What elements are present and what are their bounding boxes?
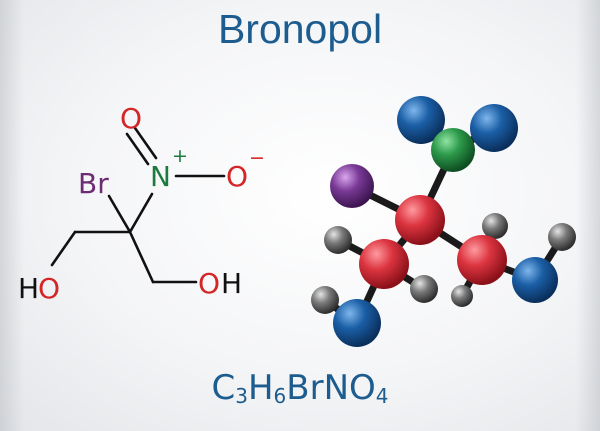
formula-brno: BrNO <box>286 368 376 408</box>
formula-h-count: 6 <box>273 384 287 408</box>
compound-name: Bronopol <box>217 6 383 52</box>
atom-bromine <box>330 164 374 208</box>
ball-and-stick-model <box>311 96 576 347</box>
nitrogen-label: N <box>150 160 171 193</box>
hydroxyl-right-o: O <box>198 267 220 300</box>
formula-c: C <box>211 368 236 408</box>
atom-oxygen-hydroxyl-right <box>512 257 558 303</box>
negative-charge: − <box>249 147 265 169</box>
atom-oxygen-hydroxyl-left <box>333 299 381 347</box>
bond-n-o-double <box>125 126 158 166</box>
atom-carbon-central <box>395 195 445 245</box>
skeletal-formula: O N + O − Br H O O H <box>18 102 265 305</box>
atom-oxygen-nitro-1 <box>397 96 445 144</box>
atom-carbon-right <box>457 235 507 285</box>
atom-hydrogen-2 <box>482 213 508 239</box>
bond-c-n <box>128 192 154 234</box>
right-edge-shade <box>576 0 600 431</box>
atom-hydrogen-3 <box>548 223 576 251</box>
atom-hydrogen-4 <box>410 275 438 303</box>
bond-c-br <box>107 194 132 234</box>
hydroxyl-right-h: H <box>221 267 242 300</box>
formula-c-count: 3 <box>235 384 248 408</box>
bond-ch2-oh-left <box>50 230 77 267</box>
atom-oxygen-nitro-2 <box>470 104 518 152</box>
bond-c-ch2-right <box>128 230 155 284</box>
molecular-formula: C3H6BrNO4 <box>0 368 600 408</box>
oxygen-top-label: O <box>120 102 142 135</box>
hydroxyl-left-o: O <box>38 272 60 305</box>
atom-hydrogen-6 <box>311 286 339 314</box>
left-edge-shade <box>0 0 24 431</box>
formula-o-count: 4 <box>375 384 389 408</box>
oxygen-right-label: O <box>226 160 248 193</box>
formula-h: H <box>247 368 274 408</box>
hydroxyl-left-h: H <box>18 272 39 305</box>
positive-charge: + <box>172 145 188 167</box>
atom-nitrogen <box>431 128 475 172</box>
atom-hydrogen-1 <box>324 226 352 254</box>
atom-carbon-left <box>359 239 409 289</box>
atom-hydrogen-5 <box>451 285 473 307</box>
skeletal-bonds <box>50 174 226 284</box>
bromine-label: Br <box>78 167 109 200</box>
